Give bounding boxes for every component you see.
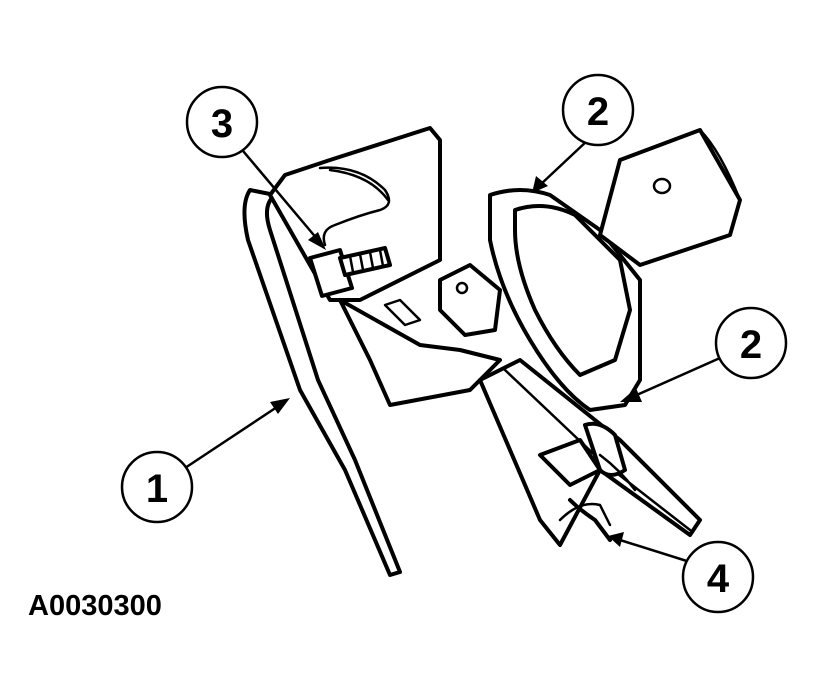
callout-label: 2 — [587, 90, 609, 134]
callout-3: 3 — [185, 85, 259, 159]
bracket — [338, 263, 502, 407]
callout-label: 3 — [211, 102, 233, 146]
column-shaft — [478, 358, 702, 547]
callout-label: 1 — [146, 467, 168, 511]
wiring-lead — [568, 453, 637, 542]
callout-4: 4 — [681, 540, 755, 614]
callout-2-right: 2 — [714, 306, 788, 380]
callout-label: 2 — [740, 323, 762, 367]
screw-clip — [308, 246, 392, 298]
figure-id: A0030300 — [28, 590, 162, 622]
callout-1: 1 — [120, 450, 194, 524]
leader-lines — [184, 139, 721, 564]
callout-label: 4 — [707, 557, 730, 601]
callout-2-top: 2 — [561, 73, 635, 147]
